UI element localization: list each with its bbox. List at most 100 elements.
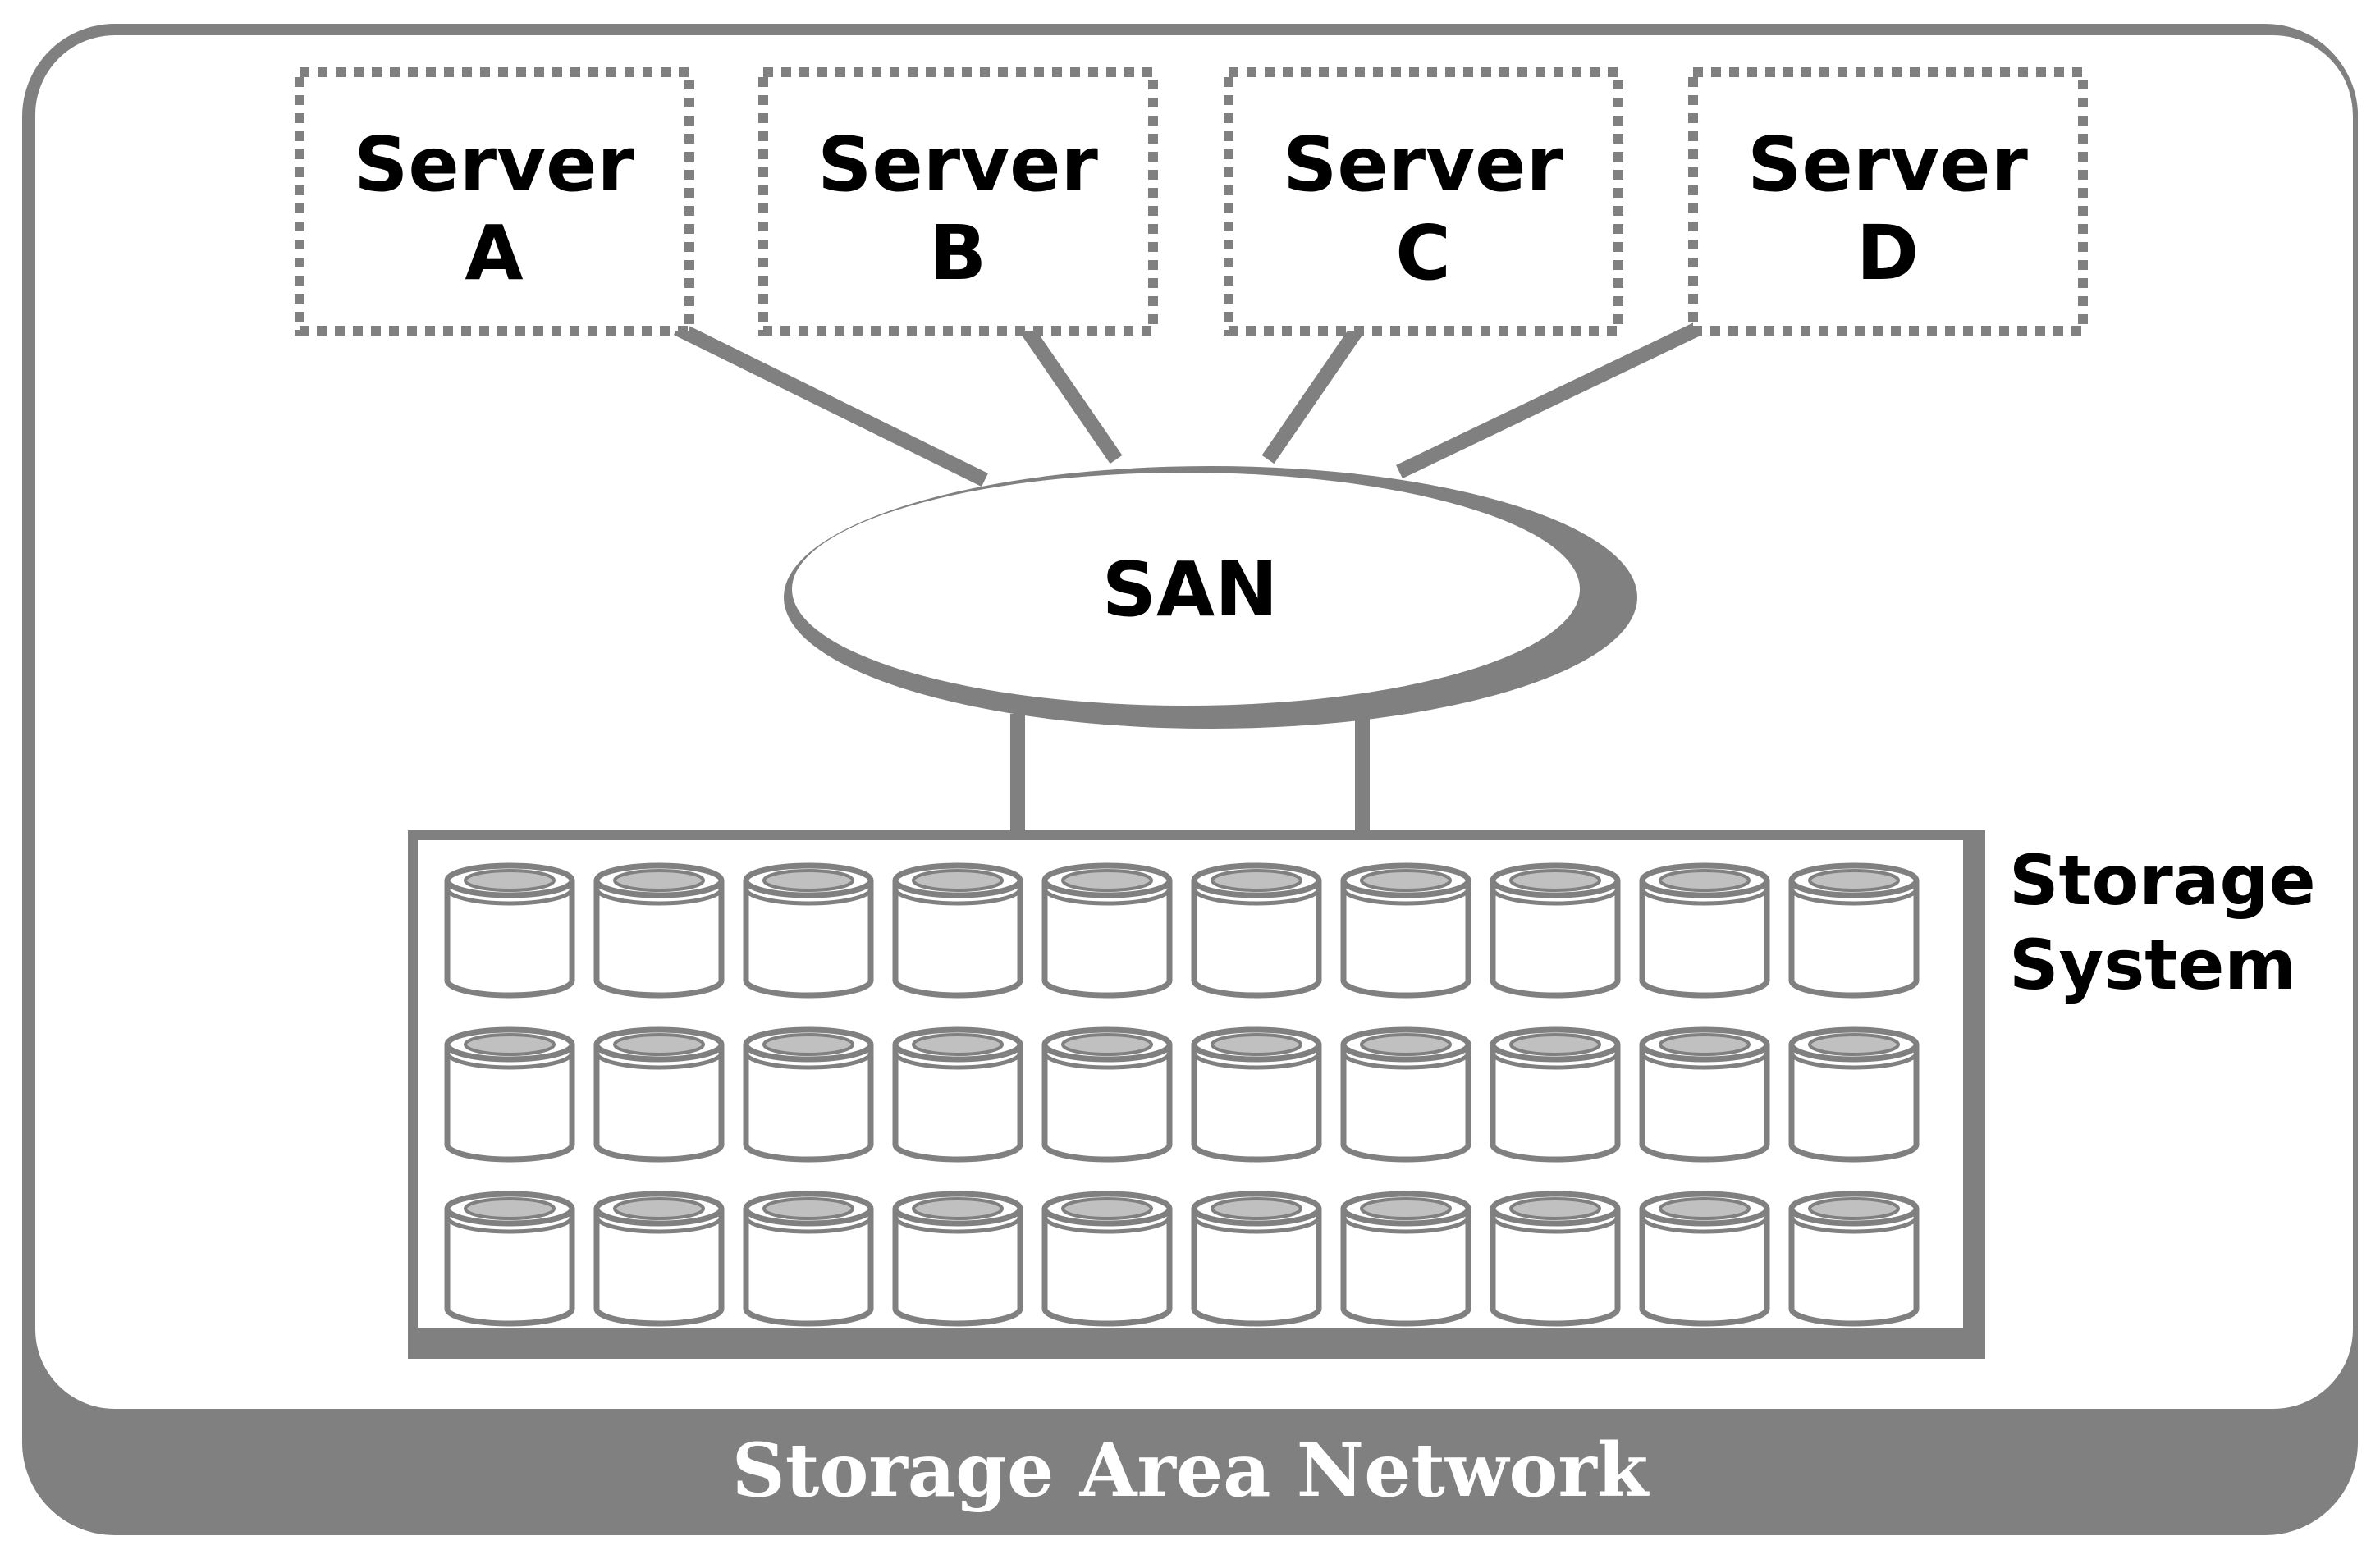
disk-platter bbox=[1808, 1197, 1900, 1220]
disk-cylinder bbox=[593, 1026, 725, 1163]
server-b-box bbox=[758, 67, 1158, 336]
link-server-c bbox=[1261, 323, 1365, 464]
disk-platter bbox=[1211, 1197, 1302, 1220]
disk-body bbox=[444, 880, 575, 999]
disk-body bbox=[593, 1045, 725, 1163]
server-b-label-line1: Server bbox=[817, 121, 1098, 208]
disk-band bbox=[1490, 1052, 1620, 1070]
disk-cylinder bbox=[1191, 1191, 1322, 1327]
disk-band bbox=[1042, 1216, 1172, 1234]
disk-body bbox=[743, 880, 874, 999]
server-b-label-line2: B bbox=[929, 209, 986, 297]
disk-band bbox=[893, 1216, 1023, 1234]
disk-platter bbox=[1659, 1033, 1751, 1056]
disk-platter bbox=[1360, 1033, 1452, 1056]
link-server-a bbox=[674, 321, 988, 487]
link-server-d bbox=[1396, 321, 1702, 479]
disk-band bbox=[1341, 1052, 1471, 1070]
server-d-label-line2: D bbox=[1856, 209, 1919, 297]
disk-cylinder bbox=[892, 1026, 1023, 1163]
disk-platter bbox=[1509, 1197, 1601, 1220]
san-label: SAN bbox=[1102, 546, 1278, 633]
disk-platter bbox=[464, 1033, 556, 1056]
san-cloud: SAN bbox=[784, 466, 1637, 729]
disk-body bbox=[1490, 1045, 1621, 1163]
disk-body bbox=[1788, 1209, 1920, 1327]
server-a-label-line2: A bbox=[465, 209, 523, 297]
disk-body bbox=[593, 1209, 725, 1327]
san-ellipse bbox=[792, 473, 1580, 706]
disk-cylinder bbox=[1788, 1026, 1920, 1163]
disk-cylinder bbox=[1490, 1026, 1621, 1163]
disk-band bbox=[594, 1216, 724, 1234]
disk-cylinder bbox=[444, 1191, 575, 1327]
disk-platter bbox=[912, 1033, 1004, 1056]
disk-body bbox=[1639, 880, 1770, 999]
disk-cylinder bbox=[892, 862, 1023, 999]
disk-platter bbox=[613, 1033, 705, 1056]
server-d: Server D bbox=[1688, 67, 2088, 336]
server-c-label-line2: C bbox=[1395, 209, 1451, 297]
disk-band bbox=[1490, 1216, 1620, 1234]
disk-cylinder bbox=[1191, 1026, 1322, 1163]
disk-body bbox=[593, 880, 725, 999]
disk-cylinder bbox=[444, 862, 575, 999]
disk-cylinder bbox=[593, 1191, 725, 1327]
disk-cylinder bbox=[1639, 1191, 1770, 1327]
disk-platter bbox=[1509, 869, 1601, 892]
disk-band bbox=[445, 888, 574, 906]
disk-cylinder bbox=[1490, 1191, 1621, 1327]
disk-band bbox=[1640, 1052, 1769, 1070]
disk-band bbox=[893, 888, 1023, 906]
disk-cylinder bbox=[1041, 862, 1173, 999]
footer-title: Storage Area Network bbox=[732, 1427, 1650, 1514]
disk-body bbox=[743, 1209, 874, 1327]
disk-body bbox=[1191, 1045, 1322, 1163]
server-a-label-line1: Server bbox=[354, 121, 634, 208]
disk-platter bbox=[1061, 869, 1153, 892]
disk-platter bbox=[1659, 869, 1751, 892]
disk-body bbox=[1041, 1209, 1173, 1327]
disk-body bbox=[1490, 880, 1621, 999]
disk-platter bbox=[1211, 1033, 1302, 1056]
disk-platter bbox=[1808, 1033, 1900, 1056]
server-links bbox=[674, 321, 1702, 487]
disk-band bbox=[1640, 1216, 1769, 1234]
disk-platter bbox=[1360, 869, 1452, 892]
disk-cylinder bbox=[743, 1026, 874, 1163]
disk-band bbox=[594, 888, 724, 906]
disk-cylinder bbox=[1490, 862, 1621, 999]
disk-band bbox=[1789, 888, 1919, 906]
disk-cylinder bbox=[1041, 1191, 1173, 1327]
disk-body bbox=[1639, 1045, 1770, 1163]
disk-platter bbox=[912, 1197, 1004, 1220]
disk-body bbox=[1340, 1045, 1471, 1163]
server-d-label-line1: Server bbox=[1747, 121, 2028, 208]
disk-platter bbox=[1360, 1197, 1452, 1220]
server-a: Server A bbox=[295, 67, 694, 336]
disk-band bbox=[445, 1216, 574, 1234]
disk-band bbox=[744, 888, 873, 906]
disk-band bbox=[1341, 1216, 1471, 1234]
disk-platter bbox=[1061, 1197, 1153, 1220]
disk-platter bbox=[464, 869, 556, 892]
storage-label-line1: Storage bbox=[2009, 840, 2316, 921]
disk-band bbox=[744, 1052, 873, 1070]
disk-body bbox=[1191, 1209, 1322, 1327]
disk-cylinder bbox=[1788, 1191, 1920, 1327]
disk-cylinder bbox=[444, 1026, 575, 1163]
disk-body bbox=[1041, 880, 1173, 999]
disk-band bbox=[1789, 1216, 1919, 1234]
disk-body bbox=[892, 1209, 1023, 1327]
disk-cylinder bbox=[743, 862, 874, 999]
disk-band bbox=[1490, 888, 1620, 906]
disk-platter bbox=[1211, 869, 1302, 892]
disk-cylinder bbox=[1340, 862, 1471, 999]
disk-platter bbox=[1509, 1033, 1601, 1056]
disk-cylinder bbox=[1041, 1026, 1173, 1163]
disk-band bbox=[744, 1216, 873, 1234]
disk-cylinder bbox=[892, 1191, 1023, 1327]
storage-system: Storage System bbox=[408, 830, 2316, 1359]
disk-platter bbox=[1659, 1197, 1751, 1220]
